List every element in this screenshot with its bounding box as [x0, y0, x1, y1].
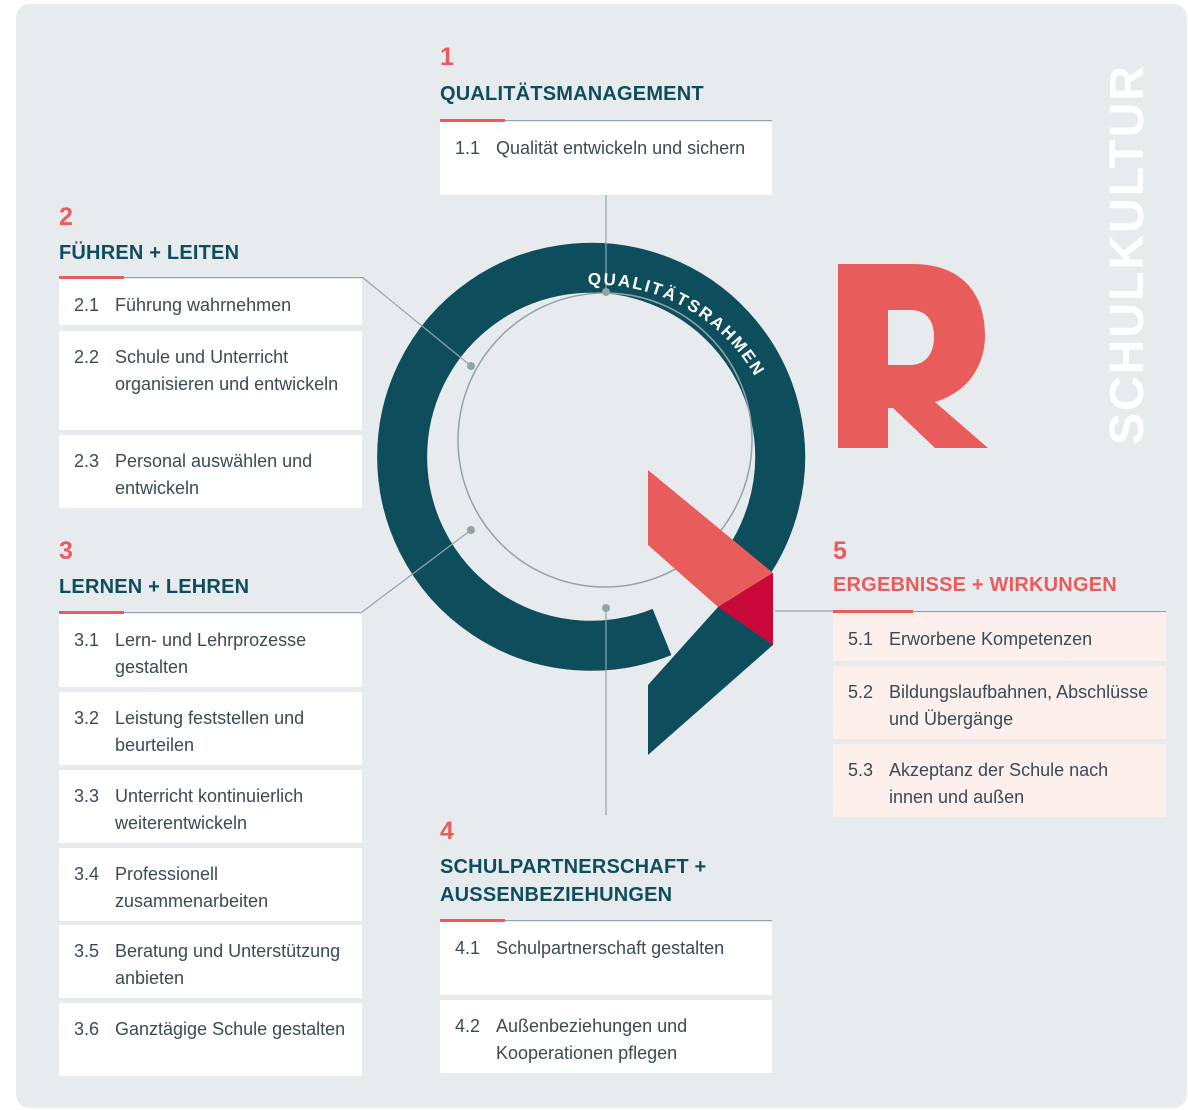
item-number: 2.1	[74, 295, 100, 315]
item-text: Akzeptanz der Schule nach innen und auße…	[889, 760, 1109, 807]
item-number: 2.3	[74, 451, 100, 471]
item-number: 1.1	[455, 138, 481, 158]
item-text: Erworbene Kompetenzen	[889, 629, 1093, 649]
section-3-divider	[59, 611, 362, 614]
item-number: 5.2	[848, 682, 874, 702]
list-item: 3.1 Lern- und Lehrprozesse gestalten	[59, 614, 362, 687]
list-item: 2.3 Personal auswählen und entwickeln	[59, 435, 362, 508]
section-2-title: FÜHREN + LEITEN	[59, 242, 240, 264]
list-item: 3.3 Unterricht kontinuierlich weiterentw…	[59, 770, 362, 843]
section-1-number: 1	[440, 43, 454, 71]
list-item: 4.2 Außenbeziehungen und Kooperationen p…	[440, 1000, 772, 1073]
section-5-title: ERGEBNISSE + WIRKUNGEN	[833, 574, 1117, 596]
list-item: 1.1 Qualität entwickeln und sichern	[440, 122, 772, 195]
section-4-divider	[440, 919, 772, 922]
q-ring	[377, 242, 806, 671]
item-number: 2.2	[74, 347, 100, 367]
item-text: Unterricht kontinuierlich weiterentwicke…	[115, 786, 304, 833]
list-item: 3.6 Ganztägige Schule gestalten	[59, 1003, 362, 1076]
item-text: Lern- und Lehrprozesse gestalten	[115, 630, 307, 677]
section-4-title-line2: AUSSENBEZIEHUNGEN	[440, 884, 673, 906]
section-2-number: 2	[59, 203, 73, 231]
item-number: 3.2	[74, 708, 100, 728]
chevron-overlap	[718, 573, 773, 645]
item-text: Bildungslaufbahnen, Abschlüsse und Überg…	[889, 682, 1149, 729]
section-3-title: LERNEN + LEHREN	[59, 576, 250, 598]
list-item: 3.5 Beratung und Unterstützung anbieten	[59, 925, 362, 998]
list-item: 5.2 Bildungslaufbahnen, Abschlüsse und Ü…	[833, 666, 1166, 739]
item-text: Personal auswählen und entwickeln	[115, 451, 313, 498]
item-text: Beratung und Unterstützung anbieten	[115, 941, 341, 988]
item-text: Leistung feststellen und beurteilen	[115, 708, 305, 755]
logo-r-icon	[838, 264, 988, 448]
item-text: Ganztägige Schule gestalten	[115, 1019, 346, 1039]
chevron-top	[648, 470, 773, 607]
section-5-number: 5	[833, 537, 847, 565]
section-1-title: QUALITÄTSMANAGEMENT	[440, 83, 704, 105]
section-4-number: 4	[440, 817, 454, 845]
item-text: Führung wahrnehmen	[115, 295, 292, 315]
section-3-number: 3	[59, 537, 73, 565]
item-number: 3.5	[74, 941, 100, 961]
list-item: 2.1 Führung wahrnehmen	[59, 279, 362, 325]
item-text: Schulpartnerschaft gestalten	[496, 938, 725, 958]
list-item: 5.1 Erworbene Kompetenzen	[833, 613, 1166, 661]
list-item: 5.3 Akzeptanz der Schule nach innen und …	[833, 744, 1166, 817]
section-1-divider	[440, 119, 772, 122]
list-item: 4.1 Schulpartnerschaft gestalten	[440, 922, 772, 995]
item-number: 4.2	[455, 1016, 481, 1036]
section-4-title-line1: SCHULPARTNERSCHAFT +	[440, 856, 707, 878]
item-text: Außenbeziehungen und Kooperationen pfleg…	[496, 1016, 688, 1063]
connector-lines	[361, 195, 833, 815]
item-text: Qualität entwickeln und sichern	[496, 138, 746, 158]
item-number: 3.4	[74, 864, 100, 884]
section-5-divider	[833, 610, 1166, 613]
list-item: 3.4 Professionell zusammenarbeiten	[59, 848, 362, 921]
item-number: 4.1	[455, 938, 481, 958]
item-number: 3.6	[74, 1019, 100, 1039]
list-item: 2.2 Schule und Unterricht organisieren u…	[59, 331, 362, 430]
connector-dots	[467, 288, 610, 612]
list-item: 3.2 Leistung feststellen und beurteilen	[59, 692, 362, 765]
item-number: 3.1	[74, 630, 100, 650]
item-text: Professionell zusammenarbeiten	[115, 864, 269, 911]
item-number: 5.1	[848, 629, 874, 649]
section-2-divider	[59, 276, 362, 279]
item-text: Schule und Unterricht organisieren und e…	[115, 347, 339, 394]
item-number: 3.3	[74, 786, 100, 806]
item-number: 5.3	[848, 760, 874, 780]
